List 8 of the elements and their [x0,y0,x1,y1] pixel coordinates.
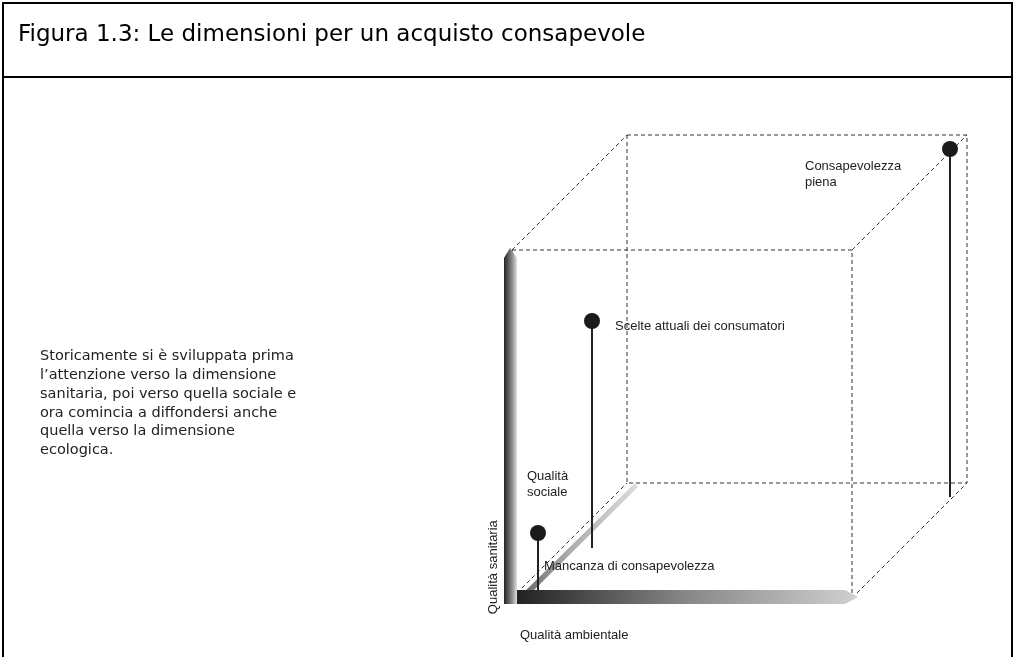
axis-label: Qualità sociale [527,468,570,501]
axis-label: Qualità ambientale [520,627,629,644]
point-label: Scelte attuali dei consumatori [615,318,785,335]
point-label: Consapevolezza piena [805,158,903,191]
description-text: Storicamente si è sviluppata prima l’attenzione verso la dimensione sanitaria, poi verso quella sociale e ora comincia a diffondersi anche quella verso la dimensione ecologica. [40,346,298,460]
point-label: Mancanza di consapevolezza [544,558,715,575]
figure-title: Figura 1.3: Le dimensioni per un acquisto consapevole [18,20,646,46]
axis-label: Qualità sanitaria [484,519,501,615]
